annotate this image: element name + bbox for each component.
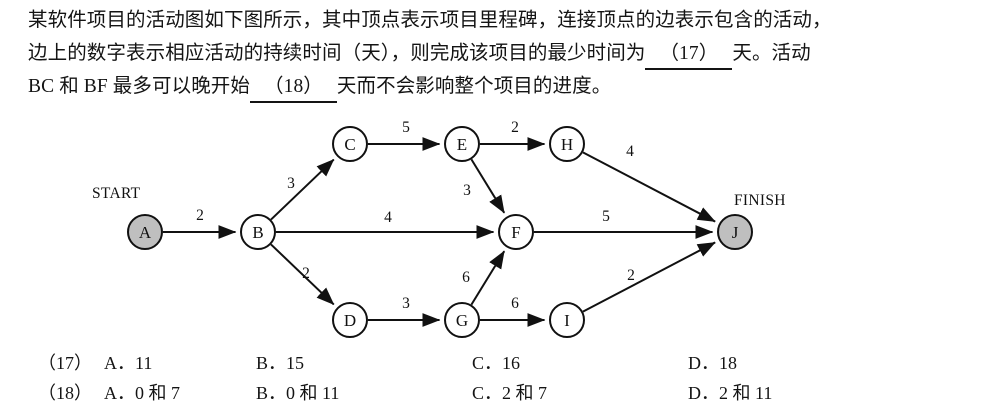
option-18-d[interactable]: D．2 和 11 (688, 383, 773, 403)
node-label-g: G (456, 311, 468, 330)
stem-line-2-post: 天。活动 (732, 43, 811, 64)
stem-line-3: BC 和 BF 最多可以晚开始（18）天而不会影响整个项目的进度。 (28, 70, 976, 103)
node-h[interactable]: H (549, 126, 585, 162)
edge-b-c (270, 158, 335, 221)
edge-layer (163, 137, 716, 327)
stem-line-2: 边上的数字表示相应活动的持续时间（天），则完成该项目的最少时间为（17）天。活动 (28, 37, 976, 70)
stem-line-2-pre: 边上的数字表示相应活动的持续时间（天），则完成该项目的最少时间为 (28, 43, 646, 64)
node-label-i: I (564, 311, 570, 330)
edge-weight-b-f: 4 (384, 209, 392, 226)
option-row-17-tag: （17） (38, 353, 92, 373)
option-row-18-tag: （18） (38, 383, 92, 403)
edge-weight-e-f: 3 (463, 182, 471, 199)
node-label-d: D (344, 311, 356, 330)
node-circle-i (549, 302, 585, 338)
node-label-a: A (139, 223, 152, 242)
edge-weight-a-b: 2 (196, 207, 204, 224)
node-b[interactable]: B (240, 214, 276, 250)
option-17-a[interactable]: A．11 (104, 353, 153, 373)
node-circle-d (332, 302, 368, 338)
edge-weight-h-j: 4 (626, 143, 634, 160)
edge-weight-b-d: 2 (302, 265, 310, 282)
blank-17[interactable]: （17） (645, 41, 733, 70)
edge-g-f (470, 250, 506, 306)
edge-weight-d-g: 3 (402, 295, 410, 312)
stem-line-3-post: 天而不会影响整个项目的进度。 (336, 76, 612, 97)
node-f[interactable]: F (498, 214, 534, 250)
node-a[interactable]: A (127, 214, 163, 250)
option-17-c[interactable]: C．16 (472, 353, 521, 373)
finish-label: FINISH (734, 192, 786, 209)
node-circle-h (549, 126, 585, 162)
node-layer: A B C D E F G H I J (127, 126, 753, 338)
stem-line-1: 某软件项目的活动图如下图所示，其中顶点表示项目里程碑，连接顶点的边表示包含的活动… (28, 10, 832, 31)
node-c[interactable]: C (332, 126, 368, 162)
start-label: START (92, 185, 141, 202)
node-label-h: H (561, 135, 573, 154)
stem-line-3-pre: BC 和 BF 最多可以晚开始 (28, 76, 250, 97)
blank-18[interactable]: （18） (250, 74, 337, 103)
node-circle-a (127, 214, 163, 250)
answer-options: （17） A．11 B．15 C．16 D．18 （18） A．0 和 7 B．… (0, 348, 992, 408)
node-i[interactable]: I (549, 302, 585, 338)
edge-weight-i-j: 2 (627, 267, 635, 284)
edge-h-j (582, 151, 716, 223)
node-label-b: B (252, 223, 263, 242)
edge-weight-g-i: 6 (511, 295, 519, 312)
edge-weight-c-e: 5 (402, 119, 410, 136)
option-17-b[interactable]: B．15 (256, 353, 305, 373)
edge-weight-f-j: 5 (602, 208, 610, 225)
edge-b-d (270, 243, 335, 306)
node-d[interactable]: D (332, 302, 368, 338)
node-circle-j (717, 214, 753, 250)
edge-i-j (582, 241, 716, 313)
edge-label-layer: 2 3 4 2 5 2 3 3 6 6 4 5 2 (196, 119, 635, 312)
option-18-b[interactable]: B．0 和 11 (256, 383, 340, 403)
question-stem: 某软件项目的活动图如下图所示，其中顶点表示项目里程碑，连接顶点的边表示包含的活动… (28, 4, 976, 103)
node-circle-c (332, 126, 368, 162)
node-label-j: J (732, 223, 739, 242)
activity-diagram-svg: 2 3 4 2 5 2 3 3 6 6 4 5 2 A B C D E F G H I J START FINISH (92, 119, 786, 338)
node-circle-e (444, 126, 480, 162)
edge-weight-e-h: 2 (511, 119, 519, 136)
option-17-d[interactable]: D．18 (688, 353, 737, 373)
node-label-c: C (344, 135, 355, 154)
node-e[interactable]: E (444, 126, 480, 162)
node-g[interactable]: G (444, 302, 480, 338)
node-circle-b (240, 214, 276, 250)
option-18-c[interactable]: C．2 和 7 (472, 383, 548, 403)
node-circle-g (444, 302, 480, 338)
option-row-17: （17） A．11 B．15 C．16 D．18 (0, 348, 992, 378)
node-circle-f (498, 214, 534, 250)
option-18-a[interactable]: A．0 和 7 (104, 383, 180, 403)
node-j[interactable]: J (717, 214, 753, 250)
node-label-e: E (457, 135, 467, 154)
edge-weight-g-f: 6 (462, 269, 470, 286)
option-row-18: （18） A．0 和 7 B．0 和 11 C．2 和 7 D．2 和 11 (0, 378, 992, 408)
activity-diagram: 2 3 4 2 5 2 3 3 6 6 4 5 2 A B C D E F G H I J START FINISH (0, 108, 992, 348)
edge-e-f (470, 158, 506, 214)
edge-weight-b-c: 3 (287, 175, 295, 192)
node-label-f: F (511, 223, 520, 242)
